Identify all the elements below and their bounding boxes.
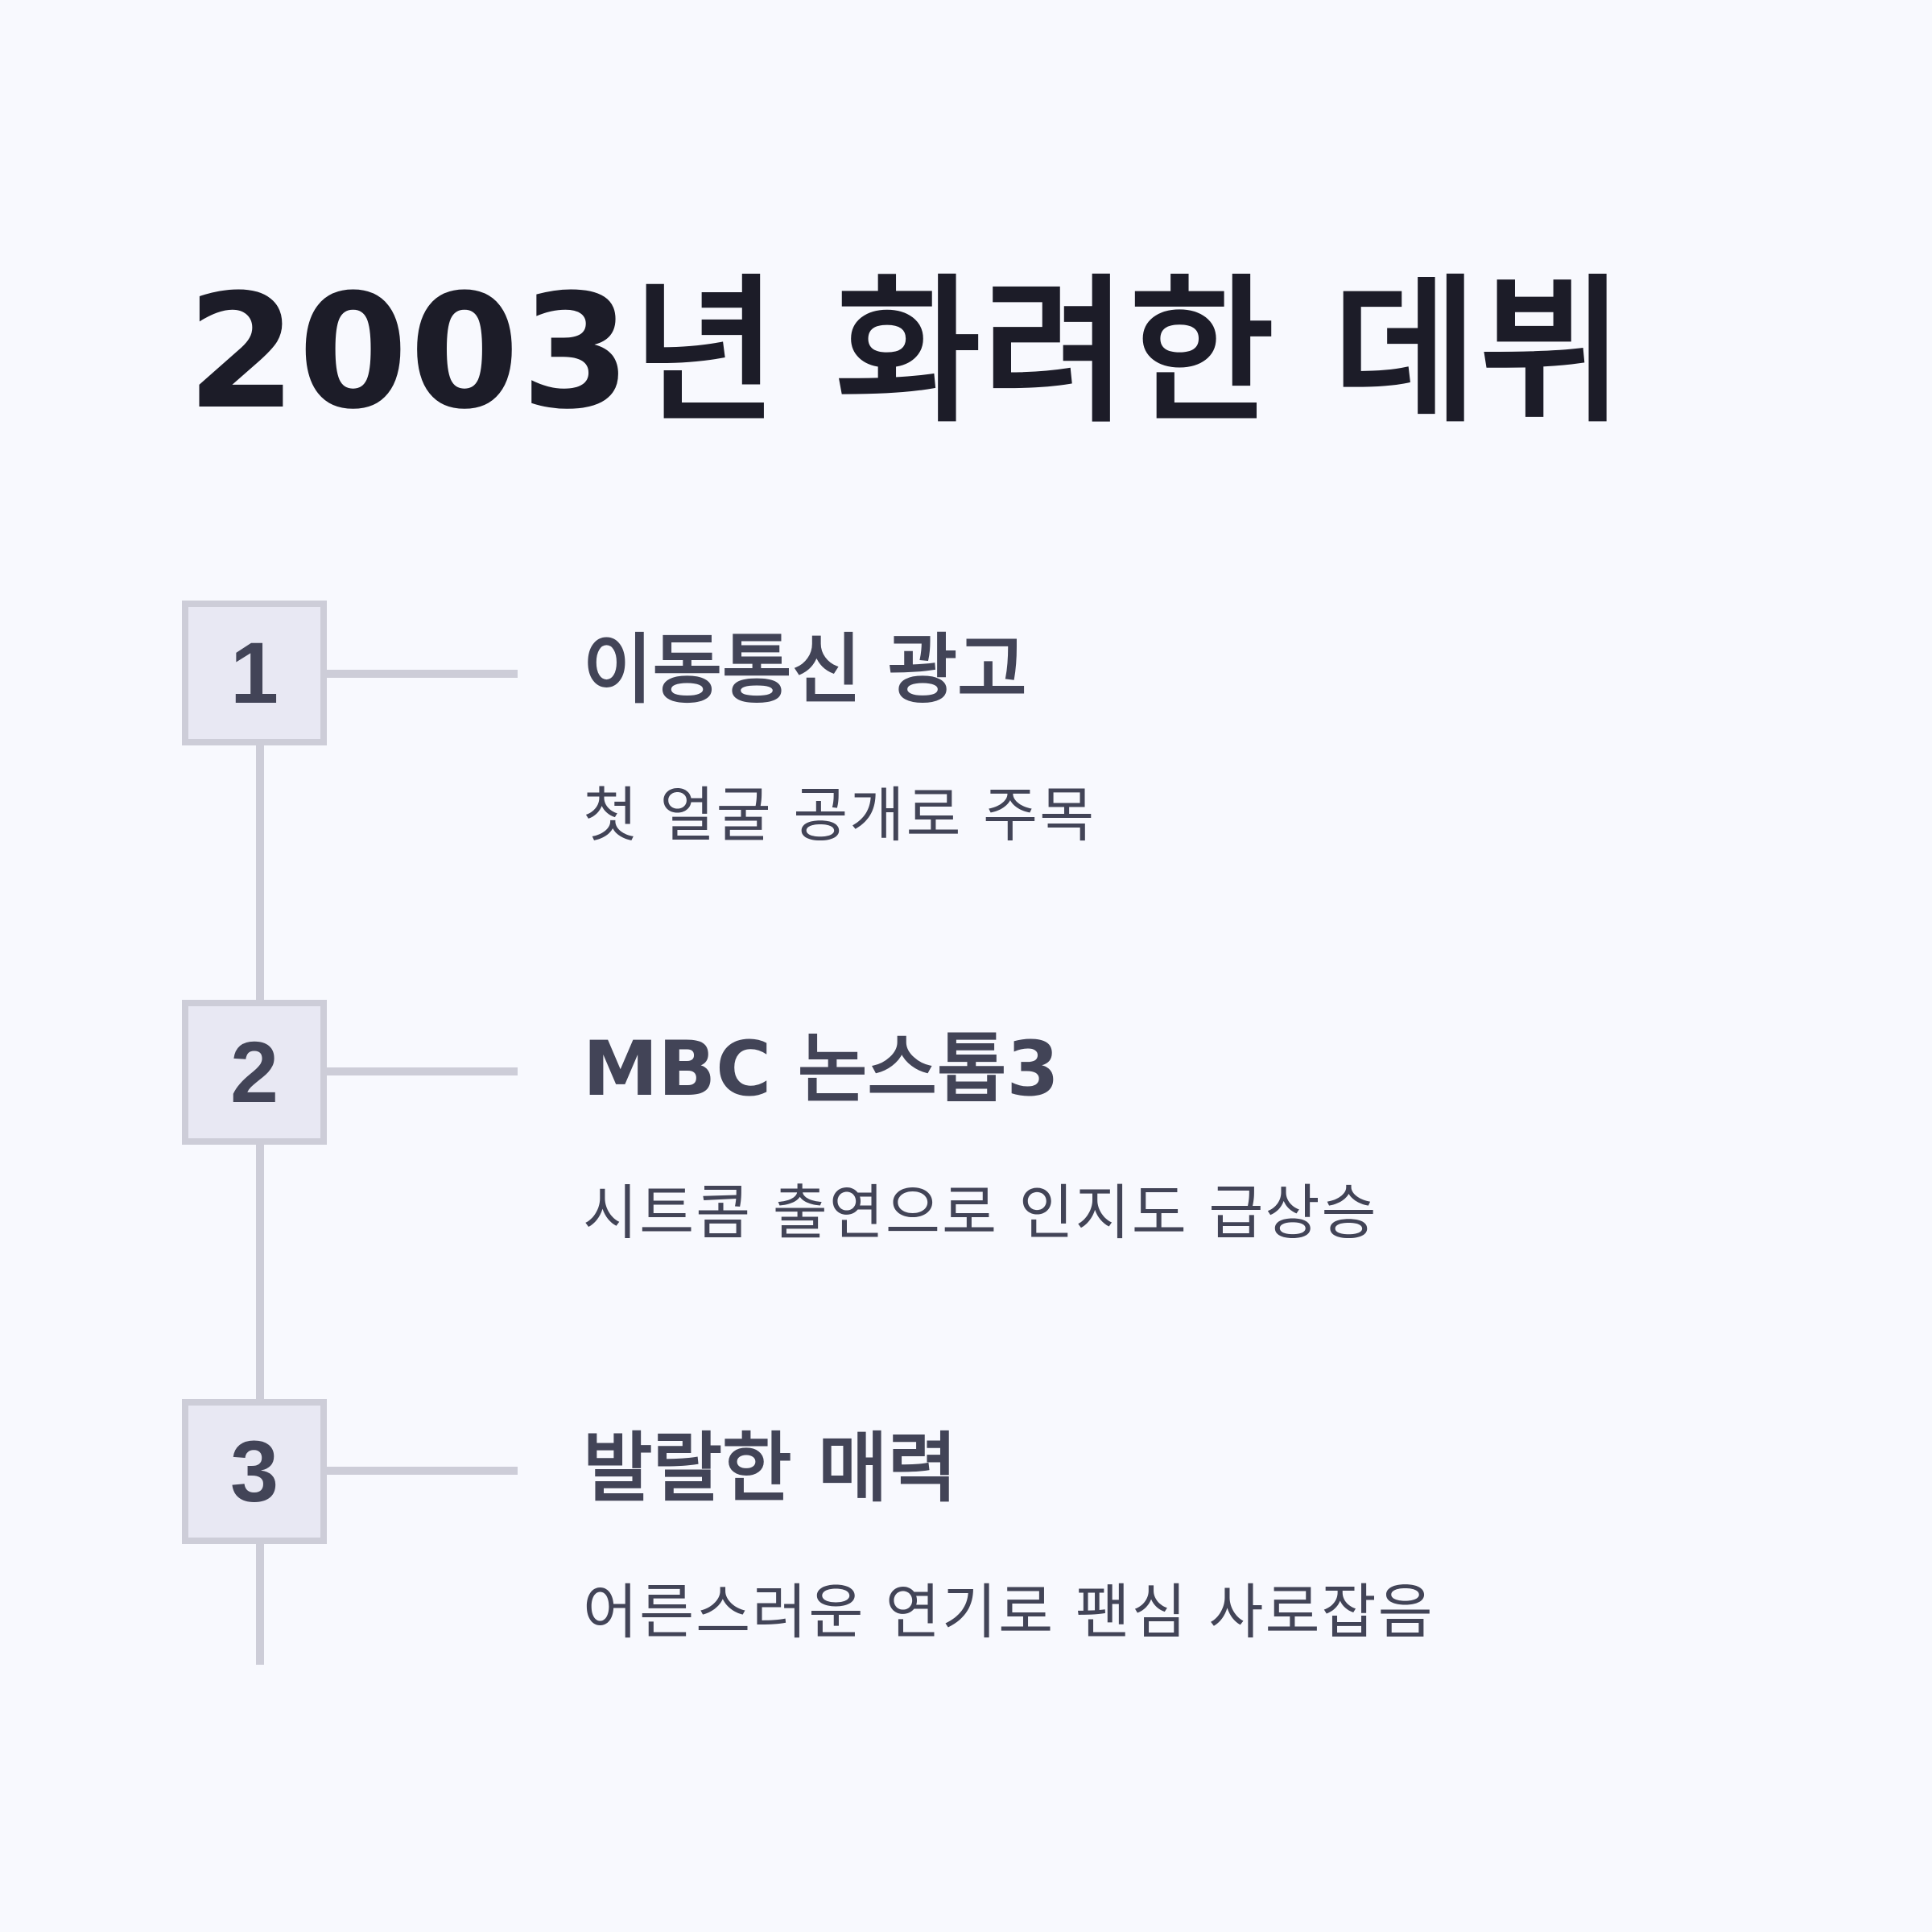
timeline-branch [322,670,518,678]
step-number: 2 [229,1023,279,1121]
step-number-box: 1 [182,601,327,745]
step-number: 1 [229,624,279,721]
timeline-branch [322,1067,518,1075]
item-title: 이동통신 광고 [583,626,1027,714]
step-number-box: 3 [182,1399,327,1544]
timeline-connector [256,1542,264,1665]
timeline-connector [256,741,264,1002]
item-title: 발랄한 매력 [583,1425,958,1513]
timeline-connector [256,1143,264,1402]
step-number: 3 [229,1422,279,1520]
page-title: 2003년 화려한 데뷔 [187,261,1626,444]
item-description: 어른스러운 연기로 팬심 사로잡음 [583,1578,1435,1647]
step-number-box: 2 [182,1000,327,1145]
timeline-branch [322,1467,518,1475]
item-description: 첫 얼굴 공개로 주목 [583,781,1096,850]
item-title: MBC 논스톱3 [583,1026,1059,1113]
item-description: 시트콤 출연으로 인지도 급상승 [583,1179,1378,1248]
